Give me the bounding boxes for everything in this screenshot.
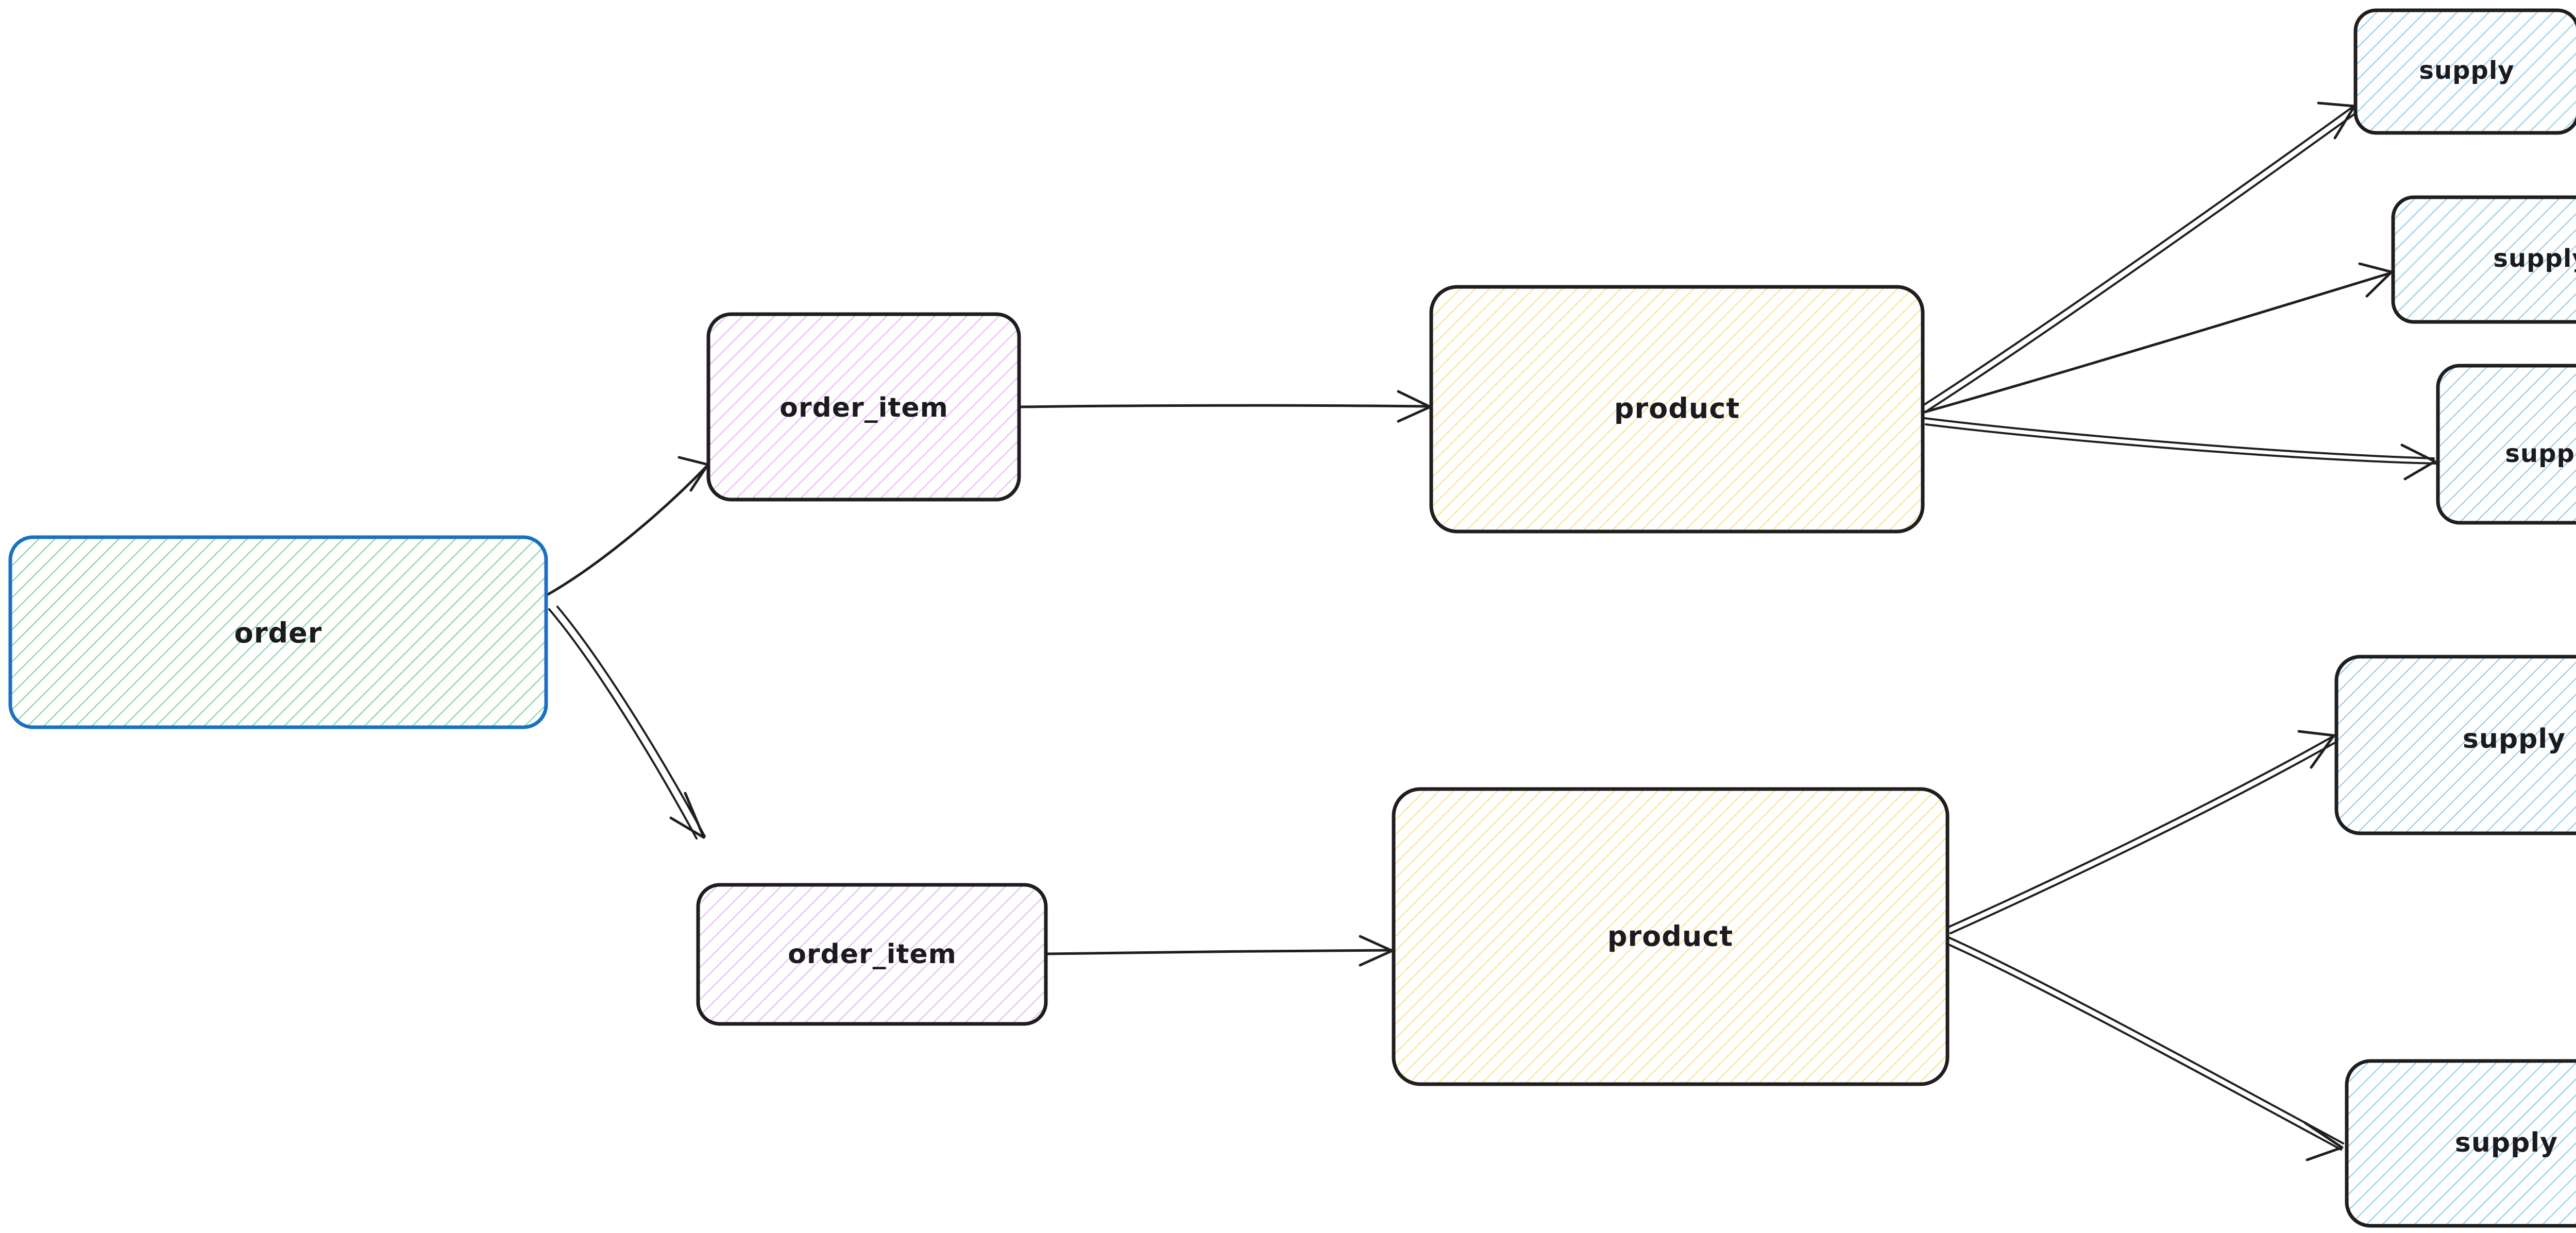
node-supply-2[interactable]: supply xyxy=(2391,195,2576,324)
node-supply-5-label: supply xyxy=(2455,1127,2558,1158)
node-order[interactable]: order xyxy=(8,535,548,729)
node-order-label: order xyxy=(234,617,323,649)
node-supply-1-shape[interactable] xyxy=(2353,8,2576,135)
node-supply-1-label: supply xyxy=(2419,56,2514,85)
edge-product-1-to-supply-3 xyxy=(1924,417,2437,481)
node-supply-4[interactable]: supply xyxy=(2334,655,2576,835)
node-supply-1[interactable]: supply xyxy=(2353,8,2576,135)
node-product-1-label: product xyxy=(1614,392,1740,425)
edge-order-item-1-to-product-1 xyxy=(1019,390,1432,423)
node-supply-3-label: supply xyxy=(2505,439,2576,468)
node-supply-2-shape[interactable] xyxy=(2391,195,2576,324)
node-order-shape[interactable] xyxy=(8,535,548,729)
node-product-1-shape[interactable] xyxy=(1429,285,1925,534)
edge-order-to-order-item-2 xyxy=(548,606,706,840)
node-supply-3[interactable]: supply xyxy=(2436,364,2576,525)
edge-product-1-to-supply-2 xyxy=(1923,262,2393,414)
edge-order-to-order-item-1 xyxy=(546,456,709,596)
node-product-2[interactable]: product xyxy=(1392,787,1950,1086)
node-supply-2-label: supply xyxy=(2493,244,2576,273)
node-supply-5[interactable]: supply xyxy=(2345,1059,2576,1228)
node-order-item-2-shape[interactable] xyxy=(696,883,1048,1026)
node-order-item-1[interactable]: order_item xyxy=(706,312,1021,502)
node-supply-4-shape[interactable] xyxy=(2334,655,2576,835)
edge-product-1-to-supply-1 xyxy=(1924,101,2357,412)
node-order-item-2-label: order_item xyxy=(788,939,957,970)
node-order-item-1-shape[interactable] xyxy=(706,312,1021,502)
node-order-item-1-label: order_item xyxy=(779,392,948,423)
edge-order-item-2-to-product-2 xyxy=(1045,935,1394,967)
node-order-item-2[interactable]: order_item xyxy=(696,883,1048,1026)
node-supply-5-shape[interactable] xyxy=(2345,1059,2576,1228)
node-product-2-label: product xyxy=(1607,920,1733,953)
edge-product-2-to-supply-5 xyxy=(1945,936,2344,1161)
node-product-2-shape[interactable] xyxy=(1392,787,1950,1086)
node-supply-3-shape[interactable] xyxy=(2436,364,2576,525)
node-product-1[interactable]: product xyxy=(1429,285,1925,534)
edge-product-2-to-supply-4 xyxy=(1947,730,2336,934)
node-supply-4-label: supply xyxy=(2463,724,2566,755)
